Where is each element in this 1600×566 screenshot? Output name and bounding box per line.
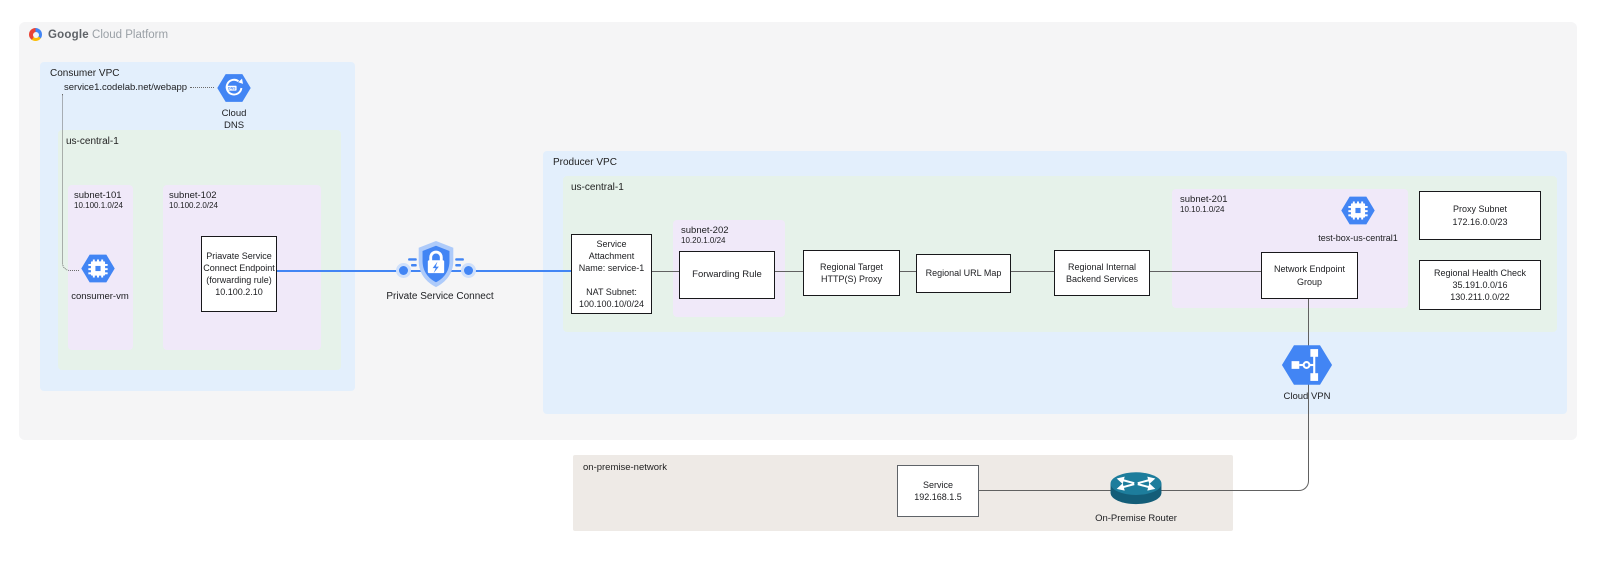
cloud-vpn-caption: Cloud VPN bbox=[1283, 391, 1331, 402]
proxy-subnet-box: Proxy Subnet 172.16.0.0/23 bbox=[1419, 191, 1541, 240]
brand-google: Google bbox=[48, 28, 89, 41]
test-box-caption: test-box-us-central1 bbox=[1318, 233, 1398, 243]
psc-dot-right bbox=[464, 266, 473, 275]
service-attachment-box: Service Attachment Name: service-1 NAT S… bbox=[571, 234, 652, 314]
dotted-connector-dns bbox=[190, 87, 214, 88]
subnet-202-cidr: 10.20.1.0/24 bbox=[681, 236, 726, 246]
cloud-vpn-icon bbox=[1280, 342, 1334, 388]
subnet-102-label: subnet-102 10.100.2.0/24 bbox=[169, 190, 218, 211]
line-backend-to-neg bbox=[1148, 271, 1261, 272]
psc-dot-left bbox=[399, 266, 408, 275]
subnet-202-name: subnet-202 bbox=[681, 225, 729, 236]
subnet-101-cidr: 10.100.1.0/24 bbox=[74, 201, 123, 211]
brand-text: Google Cloud Platform bbox=[48, 29, 168, 41]
gcp-brand: Google Cloud Platform bbox=[29, 28, 168, 41]
psc-caption: Private Service Connect bbox=[386, 291, 494, 302]
line-proxy-to-urlmap bbox=[898, 271, 916, 272]
onprem-router-caption: On-Premise Router bbox=[1095, 513, 1177, 524]
network-endpoint-group-box: Network Endpoint Group bbox=[1261, 252, 1358, 299]
subnet-201-name: subnet-201 bbox=[1180, 194, 1228, 205]
producer-vpc-label: Producer VPC bbox=[553, 157, 617, 168]
target-proxy-box: Regional Target HTTP(S) Proxy bbox=[803, 250, 900, 296]
forwarding-rule-box: Forwarding Rule bbox=[679, 251, 775, 299]
line-urlmap-to-backend bbox=[1009, 271, 1054, 272]
backend-services-box: Regional Internal Backend Services bbox=[1054, 250, 1150, 296]
producer-region-label: us-central-1 bbox=[571, 182, 624, 193]
psc-endpoint-box: Priavate Service Connect Endpoint (forwa… bbox=[201, 236, 277, 312]
svg-text:DNS: DNS bbox=[228, 87, 236, 91]
line-fr-to-proxy bbox=[773, 271, 803, 272]
onprem-service-box: Service 192.168.1.5 bbox=[897, 465, 979, 517]
consumer-vm-caption: consumer-vm bbox=[71, 291, 129, 302]
onprem-router-icon bbox=[1108, 470, 1164, 510]
url-map-box: Regional URL Map bbox=[916, 254, 1011, 293]
subnet-101-name: subnet-101 bbox=[74, 190, 122, 201]
line-sa-to-fr bbox=[650, 271, 679, 272]
subnet-202-label: subnet-202 10.20.1.0/24 bbox=[681, 225, 729, 246]
consumer-region-label: us-central-1 bbox=[66, 136, 119, 147]
health-check-box: Regional Health Check 35.191.0.0/16 130.… bbox=[1419, 260, 1541, 310]
subnet-201-cidr: 10.10.1.0/24 bbox=[1180, 205, 1225, 215]
test-box-vm-icon bbox=[1340, 195, 1376, 226]
consumer-vm-icon bbox=[80, 253, 116, 284]
google-cloud-logo-icon bbox=[29, 28, 42, 41]
subnet-101-label: subnet-101 10.100.1.0/24 bbox=[74, 190, 123, 211]
private-service-connect-icon bbox=[405, 240, 467, 290]
subnet-102-name: subnet-102 bbox=[169, 190, 217, 201]
dotted-connector-vm bbox=[62, 94, 79, 271]
dns-record-text: service1.codelab.net/webapp bbox=[64, 82, 188, 93]
onprem-label: on-premise-network bbox=[583, 462, 667, 473]
cloud-dns-icon: DNS bbox=[216, 71, 252, 105]
subnet-201-label: subnet-201 10.10.1.0/24 bbox=[1180, 194, 1228, 215]
consumer-vpc-label: Consumer VPC bbox=[50, 68, 120, 79]
brand-cloud-platform: Cloud Platform bbox=[92, 28, 169, 41]
dns-record-row: service1.codelab.net/webapp bbox=[64, 82, 214, 93]
cloud-dns-caption: Cloud DNS bbox=[221, 108, 247, 131]
subnet-102-cidr: 10.100.2.0/24 bbox=[169, 201, 218, 211]
